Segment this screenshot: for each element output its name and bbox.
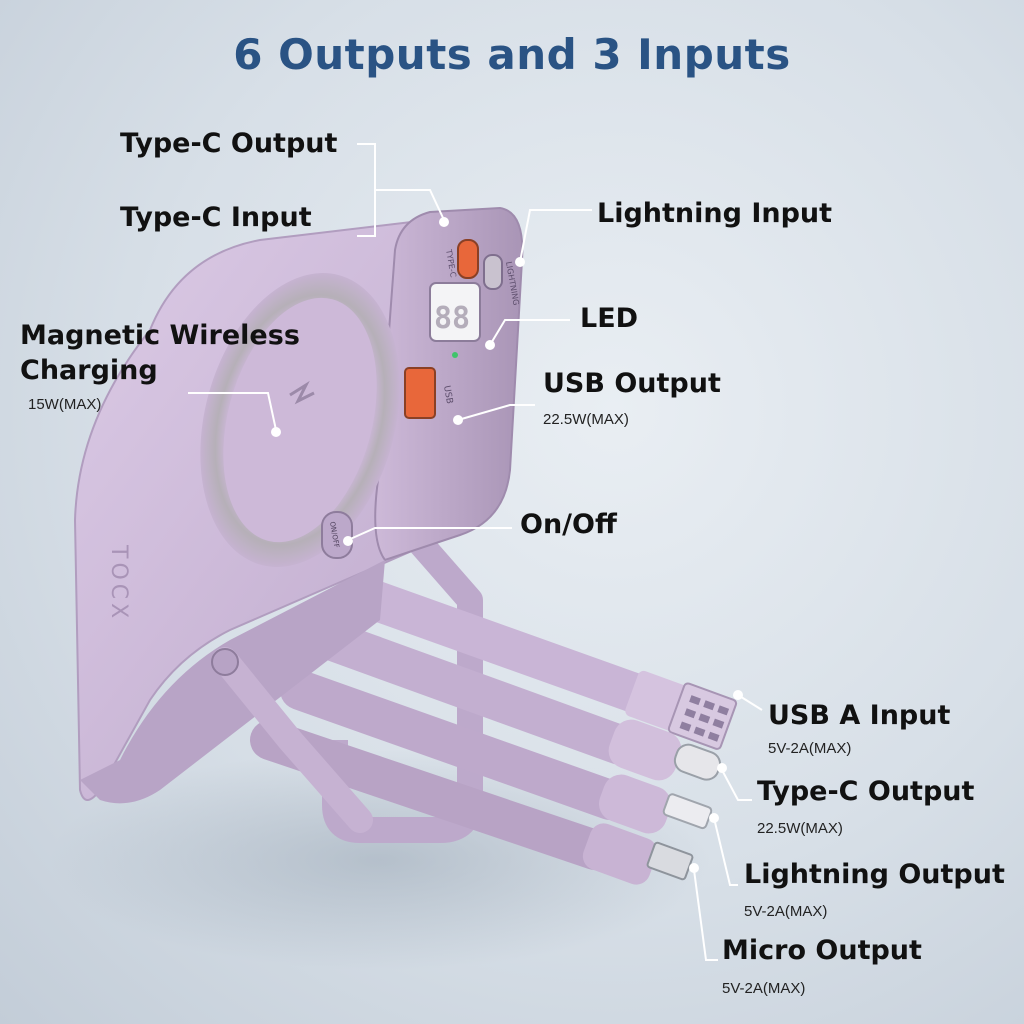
retractable-cables bbox=[250, 575, 660, 870]
wireless-logo-icon bbox=[289, 380, 315, 405]
ring-inner bbox=[223, 297, 377, 543]
label-typec-output: Type-C Output bbox=[120, 128, 338, 159]
micro-usb-connector bbox=[582, 823, 694, 885]
label-typec-cable-output: Type-C Output bbox=[757, 776, 975, 807]
label-usb-output: USB Output bbox=[543, 368, 721, 399]
kickstand-hinge bbox=[211, 648, 239, 676]
label-wireless-spec: 15W(MAX) bbox=[28, 396, 102, 413]
label-led: LED bbox=[580, 303, 639, 334]
led-indicator bbox=[452, 352, 458, 358]
floor-shadow bbox=[50, 750, 710, 970]
label-usb-output-spec: 22.5W(MAX) bbox=[543, 411, 629, 428]
label-onoff: On/Off bbox=[520, 509, 617, 540]
print-led-digits: 88 bbox=[434, 301, 470, 336]
power-bank-side bbox=[374, 206, 524, 562]
usb-port bbox=[404, 367, 436, 419]
label-lightning-output-spec: 5V-2A(MAX) bbox=[744, 903, 828, 920]
label-wireless-line2: Charging bbox=[20, 355, 158, 386]
label-lightning-input: Lightning Input bbox=[597, 198, 833, 229]
label-wireless-line1: Magnetic Wireless bbox=[20, 320, 300, 351]
label-micro-output-spec: 5V-2A(MAX) bbox=[722, 980, 806, 997]
label-lightning-output: Lightning Output bbox=[744, 859, 1005, 890]
print-usb: USB bbox=[441, 385, 454, 405]
leader-dots bbox=[271, 217, 743, 873]
print-brand: TOCX bbox=[106, 544, 131, 622]
usb-a-connector bbox=[625, 670, 738, 750]
label-typec-cable-spec: 22.5W(MAX) bbox=[757, 820, 843, 837]
label-typec-input: Type-C Input bbox=[120, 202, 312, 233]
page-title: 6 Outputs and 3 Inputs bbox=[233, 30, 791, 79]
led-display bbox=[429, 282, 481, 342]
lightning-port bbox=[483, 254, 503, 290]
lightning-connector bbox=[598, 774, 713, 834]
label-usba-input: USB A Input bbox=[768, 700, 951, 731]
kickstand-front bbox=[212, 647, 373, 833]
label-usba-input-spec: 5V-2A(MAX) bbox=[768, 740, 852, 757]
leader-lines bbox=[188, 143, 763, 961]
onoff-button bbox=[321, 511, 353, 559]
type-c-port bbox=[457, 239, 479, 279]
label-micro-output: Micro Output bbox=[722, 935, 922, 966]
